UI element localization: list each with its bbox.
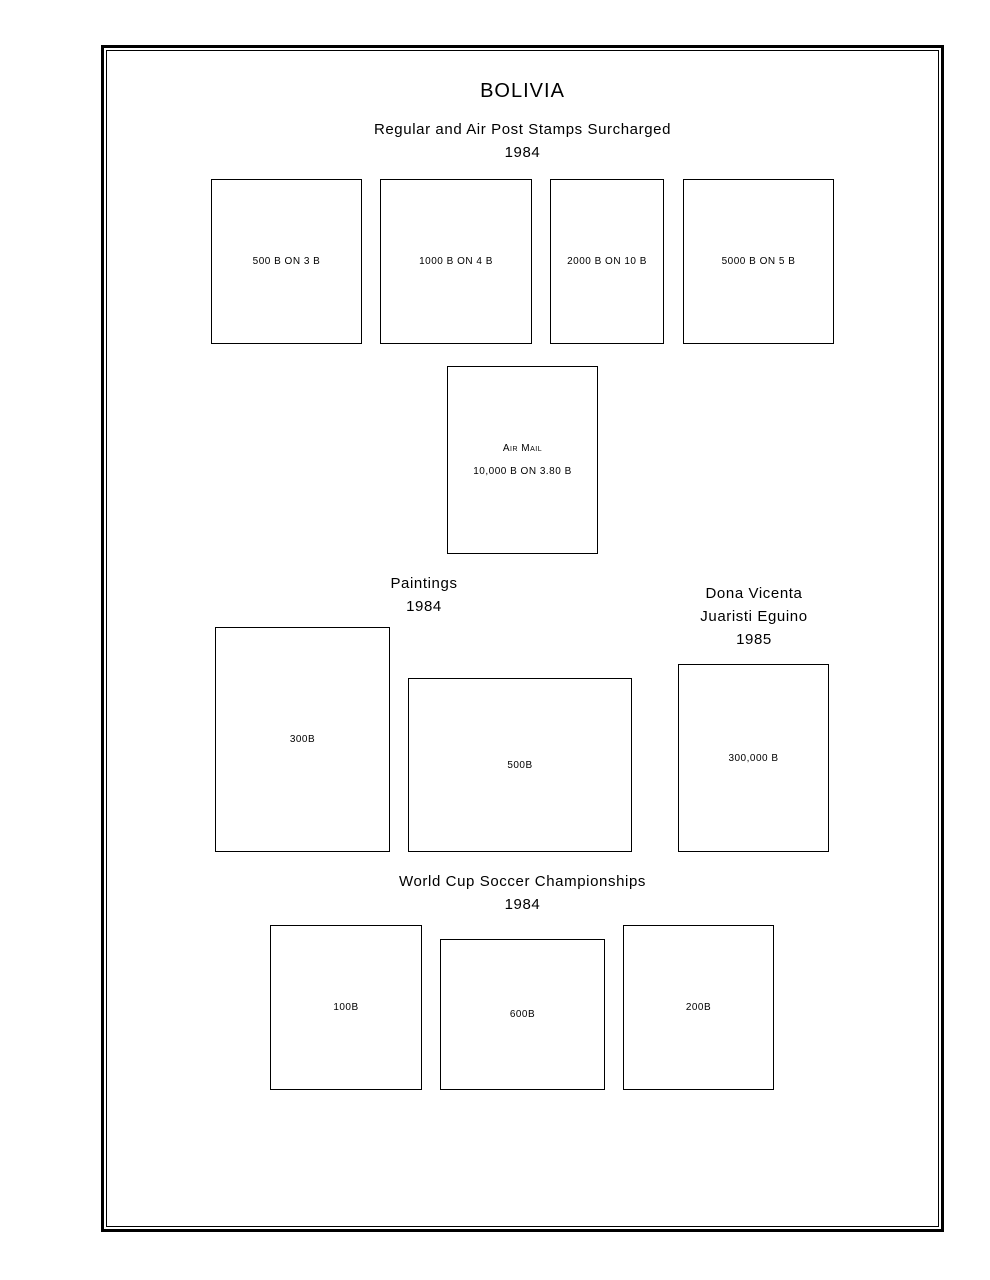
- stamp-label: 100B: [333, 1002, 359, 1013]
- stamp-label-airmail: Air Mail: [502, 443, 543, 454]
- stamp-label: 1000 B ON 4 B: [419, 256, 493, 267]
- section-heading-surcharged: Regular and Air Post Stamps Surcharged: [373, 121, 672, 138]
- section-heading-dona-vicenta-2: Juaristi Eguino: [700, 608, 808, 625]
- section-heading-paintings: Paintings: [390, 575, 458, 592]
- section-year-world-cup: 1984: [504, 896, 541, 913]
- section-year-paintings: 1984: [406, 598, 442, 615]
- page-title: BOLIVIA: [480, 80, 565, 102]
- section-year-surcharged: 1984: [504, 144, 541, 161]
- stamp-mount-300b: 300B: [215, 627, 390, 852]
- stamp-label: 5000 B ON 5 B: [721, 256, 796, 267]
- section-heading-world-cup: World Cup Soccer Championships: [399, 873, 646, 890]
- stamp-mount-100b: 100B: [270, 925, 422, 1090]
- page-border-inner: [106, 50, 939, 1227]
- stamp-label-airmail-value: 10,000 B ON 3.80 B: [473, 466, 572, 477]
- stamp-label: 2000 B ON 10 B: [567, 256, 647, 267]
- page-border-outer: [101, 45, 944, 1232]
- stamp-label: 500 B ON 3 B: [252, 256, 321, 267]
- stamp-mount-1000b-on-4b: 1000 B ON 4 B: [380, 179, 532, 344]
- stamp-mount-500b-on-3b: 500 B ON 3 B: [211, 179, 362, 344]
- stamp-mount-500b: 500B: [408, 678, 632, 852]
- stamp-mount-airmail-10000b: Air Mail 10,000 B ON 3.80 B: [447, 366, 598, 554]
- stamp-mount-300000b: 300,000 B: [678, 664, 829, 852]
- section-year-dona-vicenta: 1985: [736, 631, 772, 648]
- stamp-mount-200b: 200B: [623, 925, 774, 1090]
- stamp-label: 500B: [507, 759, 533, 771]
- stamp-label: 200B: [685, 1002, 712, 1013]
- stamp-label: 600B: [509, 1009, 536, 1020]
- section-heading-dona-vicenta-1: Dona Vicenta: [705, 585, 803, 602]
- stamp-label: 300B: [289, 734, 316, 745]
- stamp-label: 300,000 B: [728, 752, 779, 764]
- stamp-mount-2000b-on-10b: 2000 B ON 10 B: [550, 179, 664, 344]
- stamp-mount-5000b-on-5b: 5000 B ON 5 B: [683, 179, 834, 344]
- stamp-mount-600b: 600B: [440, 939, 605, 1090]
